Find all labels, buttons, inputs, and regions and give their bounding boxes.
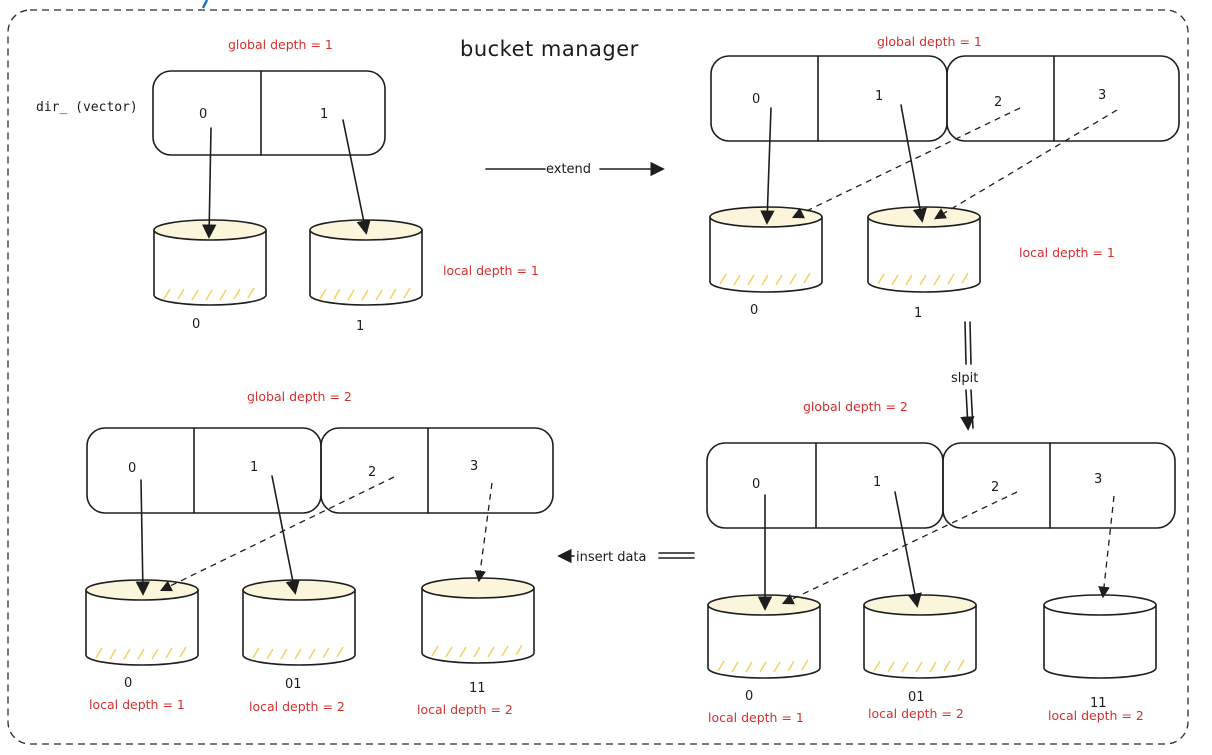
bucket (242, 579, 356, 666)
dir-slot: 3 (1094, 472, 1102, 487)
corner-mark (201, 0, 209, 9)
global-depth-label: global depth = 1 (228, 37, 333, 52)
split-label: slpit (951, 371, 978, 386)
bucket-label: 1 (914, 306, 922, 321)
dir-slot: 1 (250, 460, 258, 475)
dir-label: dir_ (vector) (36, 100, 138, 115)
bucket-label: 01 (908, 690, 925, 705)
panel-initial: global depth = 1 0 1 0 1 local depth = 1 (152, 37, 539, 334)
bucket-label: 0 (745, 689, 753, 704)
local-depth-label: local depth = 1 (443, 263, 539, 278)
pointer-arrow (894, 491, 922, 608)
bucket-label: 1 (356, 319, 364, 334)
bucket (421, 577, 535, 664)
bucket (863, 594, 977, 679)
local-depth-label: local depth = 1 (1019, 245, 1115, 260)
bucket-empty (1043, 594, 1157, 679)
bucket-label: 01 (285, 677, 302, 692)
split-arrow: slpit (951, 321, 978, 431)
bucket-label: 0 (750, 303, 758, 318)
bucket-label: 0 (192, 317, 200, 332)
dir-slot: 0 (128, 461, 136, 476)
dir-slot: 2 (368, 465, 376, 480)
global-depth-label: global depth = 1 (877, 34, 982, 49)
panel-split: global depth = 2 0 1 2 3 0 01 11 local d… (706, 399, 1176, 725)
dir-slot: 2 (991, 480, 999, 495)
pointer-arrow-dashed (159, 476, 395, 592)
global-depth-label: global depth = 2 (247, 389, 352, 404)
pointer-arrow-dashed (791, 107, 1021, 219)
diagram-title: bucket manager (460, 37, 639, 61)
pointer-arrow (760, 107, 775, 225)
extend-label: extend (546, 162, 591, 177)
bucket-label: 0 (124, 676, 132, 691)
dir-slot: 1 (873, 475, 881, 490)
panel-extended: global depth = 1 0 1 2 3 0 1 local depth… (709, 34, 1180, 321)
pointer-arrow-dashed (933, 109, 1118, 220)
outer-frame (7, 9, 1189, 745)
dir-slot: 2 (994, 95, 1002, 110)
directory-box (710, 55, 948, 142)
pointer-arrow-dashed (781, 491, 1018, 605)
local-depth-label: local depth = 2 (1048, 708, 1144, 723)
panel-inserted: global depth = 2 0 1 2 3 0 01 11 local d… (85, 389, 554, 717)
local-depth-label: local depth = 1 (708, 710, 804, 725)
pointer-arrow-dashed (1098, 495, 1115, 599)
bucket (707, 594, 821, 679)
dir-slot: 3 (470, 459, 478, 474)
directory-box (706, 442, 944, 529)
pointer-arrow (135, 479, 150, 596)
local-depth-label: local depth = 1 (89, 697, 185, 712)
directory-box (152, 70, 386, 156)
insert-data-arrow: insert data (557, 548, 695, 565)
directory-box-extension (320, 427, 554, 514)
dir-slot: 0 (752, 92, 760, 107)
directory-box (86, 427, 322, 514)
bucket-label: 11 (469, 681, 486, 696)
local-depth-label: local depth = 2 (868, 706, 964, 721)
bucket (709, 206, 823, 293)
dir-slot: 0 (752, 477, 760, 492)
pointer-arrow (900, 104, 928, 223)
directory-box-extension (942, 442, 1176, 529)
pointer-arrow-dashed (474, 482, 493, 583)
pointer-arrow (342, 119, 371, 235)
directory-box-extension (946, 55, 1180, 142)
insert-data-label: insert data (576, 550, 646, 565)
extend-arrow: extend (485, 161, 665, 177)
dir-slot: 1 (320, 107, 328, 122)
bucket (867, 206, 981, 293)
pointer-arrow (271, 475, 300, 595)
local-depth-label: local depth = 2 (417, 702, 513, 717)
bucket (153, 219, 267, 306)
global-depth-label: global depth = 2 (803, 399, 908, 414)
bucket (85, 579, 199, 666)
dir-slot: 1 (875, 89, 883, 104)
bucket-label: 11 (1090, 696, 1107, 711)
dir-slot: 3 (1098, 88, 1106, 103)
pointer-arrow (202, 127, 217, 239)
local-depth-label: local depth = 2 (249, 699, 345, 714)
dir-slot: 0 (199, 107, 207, 122)
